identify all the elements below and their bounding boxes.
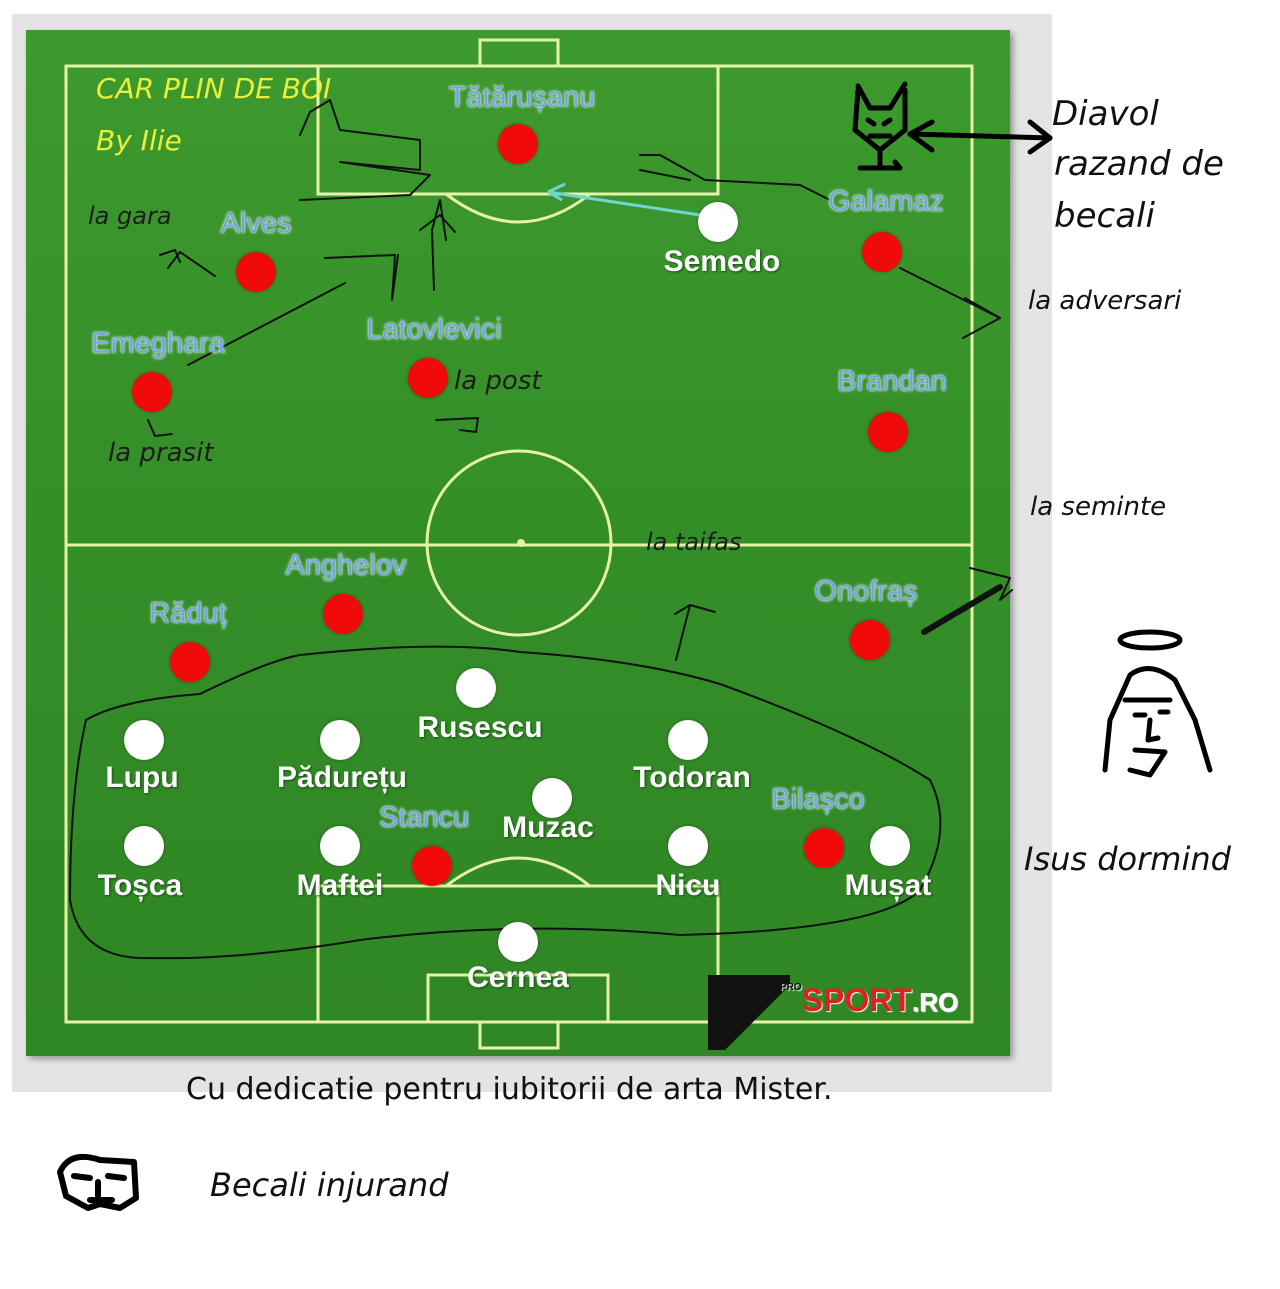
red-player-dot[interactable] xyxy=(412,846,452,886)
note-la-taifas: la taifas xyxy=(646,528,742,556)
logo-prefix: PRO xyxy=(780,982,802,993)
player-name: Todoran xyxy=(633,761,751,794)
player-name: Tătărușanu xyxy=(448,81,596,114)
white-player-dot[interactable] xyxy=(498,922,538,962)
top-penalty-arc xyxy=(445,192,591,224)
white-player-dot[interactable] xyxy=(124,826,164,866)
white-player-dot[interactable] xyxy=(698,202,738,242)
player-name: Brandan xyxy=(837,365,947,398)
bottom-goal xyxy=(478,1020,560,1050)
player-name: Cernea xyxy=(467,961,569,994)
title-line2: By Ilie xyxy=(96,124,182,157)
player-name: Latovlevici xyxy=(366,313,502,346)
white-player-dot[interactable] xyxy=(320,720,360,760)
red-player-dot[interactable] xyxy=(850,620,890,660)
devil-caption-line2: razand de xyxy=(1054,144,1224,184)
note-la-gara: la gara xyxy=(88,202,172,230)
red-player-dot[interactable] xyxy=(170,642,210,682)
devil-caption-line1: Diavol xyxy=(1052,94,1159,134)
player-name: Onofraș xyxy=(814,575,918,608)
logo-suffix: .RO xyxy=(911,987,959,1017)
red-player-dot[interactable] xyxy=(862,232,902,272)
logo-main: SPORT xyxy=(801,982,912,1018)
title-line1: CAR PLIN DE BOI xyxy=(96,72,332,105)
jesus-caption: Isus dormind xyxy=(1024,840,1231,878)
red-player-dot[interactable] xyxy=(408,358,448,398)
red-player-dot[interactable] xyxy=(236,252,276,292)
player-name: Muzac xyxy=(502,811,594,844)
note-la-post: la post xyxy=(454,366,542,396)
white-player-dot[interactable] xyxy=(532,778,572,818)
becali-caption: Becali injurand xyxy=(210,1166,449,1204)
note-la-prasit: la prasit xyxy=(108,438,214,468)
player-name: Nicu xyxy=(655,869,721,902)
player-name: Rusescu xyxy=(417,711,543,744)
player-name: Bilașco xyxy=(771,783,865,816)
player-name: Semedo xyxy=(663,245,781,278)
player-name: Maftei xyxy=(296,869,384,902)
onofras-arrow xyxy=(921,584,1003,635)
white-player-dot[interactable] xyxy=(668,826,708,866)
white-player-dot[interactable] xyxy=(320,826,360,866)
player-name: Stancu xyxy=(378,801,470,834)
devil-caption-line3: becali xyxy=(1054,196,1155,236)
dedication-caption: Cu dedicatie pentru iubitorii de arta Mi… xyxy=(186,1072,833,1107)
note-la-seminte: la seminte xyxy=(1030,492,1167,522)
centre-circle xyxy=(425,449,613,637)
white-player-dot[interactable] xyxy=(456,668,496,708)
prosport-logo: PROSPORT.RO xyxy=(780,982,958,1019)
player-name: Toșca xyxy=(97,869,183,902)
white-player-dot[interactable] xyxy=(124,720,164,760)
white-player-dot[interactable] xyxy=(668,720,708,760)
player-name: Galamaz xyxy=(827,185,945,218)
red-player-dot[interactable] xyxy=(868,412,908,452)
centre-spot xyxy=(517,539,525,547)
prosport-logo-shape xyxy=(708,975,790,1050)
player-name: Răduț xyxy=(149,597,227,630)
drawn-annotations xyxy=(69,99,1013,960)
red-player-dot[interactable] xyxy=(132,372,172,412)
jesus-doodle xyxy=(1102,629,1213,778)
semedo-arrowhead xyxy=(547,182,566,202)
red-player-dot[interactable] xyxy=(804,828,844,868)
semedo-arrow xyxy=(547,190,701,217)
player-name: Alves xyxy=(220,207,292,240)
note-la-adversari: la adversari xyxy=(1028,286,1182,316)
player-name: Lupu xyxy=(105,761,179,794)
white-player-dot[interactable] xyxy=(870,826,910,866)
player-name: Emeghara xyxy=(91,327,225,360)
becali-doodle xyxy=(57,1154,139,1211)
red-player-dot[interactable] xyxy=(323,594,363,634)
bottom-penalty-arc xyxy=(445,856,591,888)
player-name: Mușat xyxy=(844,869,932,902)
top-goal xyxy=(478,38,560,68)
player-name: Anghelov xyxy=(285,549,407,582)
player-name: Pădurețu xyxy=(276,761,408,794)
red-player-dot[interactable] xyxy=(498,124,538,164)
devil-doodle xyxy=(852,81,1053,171)
